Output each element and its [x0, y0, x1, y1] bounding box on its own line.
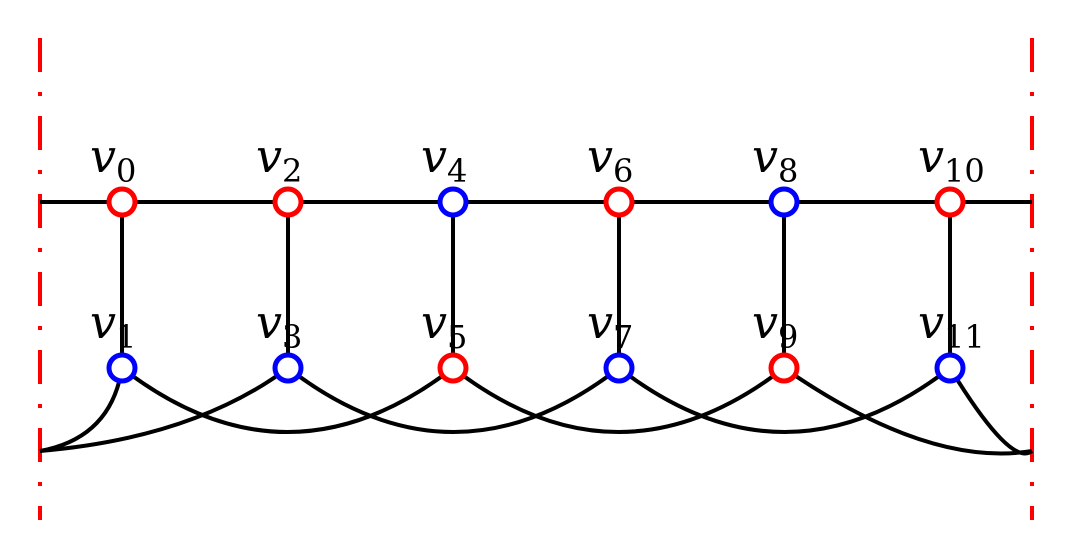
label-v7: v7 — [587, 295, 633, 356]
edge-v5-v9 — [451, 366, 786, 434]
label-v10: v10 — [918, 129, 985, 190]
node-v5 — [437, 352, 469, 384]
edge-v1-v5 — [120, 366, 455, 434]
node-v7 — [603, 352, 635, 384]
label-v2: v2 — [256, 129, 302, 190]
label-v5: v5 — [421, 295, 467, 356]
node-v9 — [768, 352, 800, 384]
node-v4 — [437, 186, 469, 218]
label-v6: v6 — [587, 129, 633, 190]
label-v3: v3 — [256, 295, 302, 356]
edge-v7-v11 — [617, 366, 952, 434]
graph-nodes — [106, 186, 966, 384]
node-v0 — [106, 186, 138, 218]
node-v10 — [934, 186, 966, 218]
node-v6 — [603, 186, 635, 218]
label-v0: v0 — [90, 129, 136, 190]
node-v11 — [934, 352, 966, 384]
label-v9: v9 — [752, 295, 798, 356]
node-v1 — [106, 352, 138, 384]
node-v3 — [272, 352, 304, 384]
label-v8: v8 — [752, 129, 798, 190]
label-v1: v1 — [90, 295, 136, 356]
node-v8 — [768, 186, 800, 218]
edge-v3-v7 — [286, 366, 621, 434]
periodic-boundaries — [38, 38, 1034, 520]
node-v2 — [272, 186, 304, 218]
graph-edges — [39, 200, 1034, 456]
label-v4: v4 — [421, 129, 467, 190]
edge-v11-v3 — [39, 366, 1034, 456]
